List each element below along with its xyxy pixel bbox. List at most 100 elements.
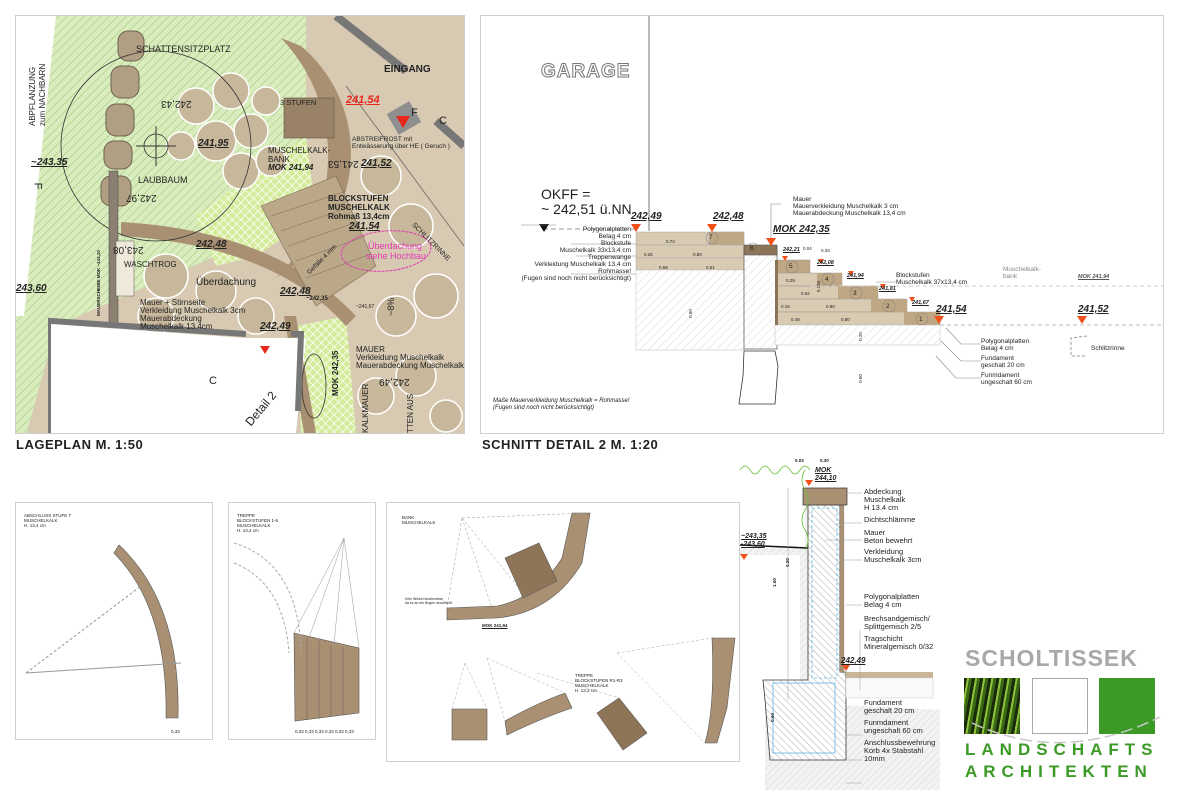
section-level-241-67: 241,67 xyxy=(912,300,929,306)
note-line: (Fugen sind noch nicht berücksichtigt) xyxy=(521,275,631,282)
note-line: H 13.4 cm xyxy=(864,503,899,512)
cut-marker-c: C xyxy=(209,375,217,387)
note-line: Mauerabdeckung Muschelkalk 13,4 cm xyxy=(793,210,906,217)
note-line: BLOCKSTUFEN 1-6 xyxy=(237,518,279,523)
section-footnote: Maße Mauerverkleidung Muschelkalk = Rohm… xyxy=(493,398,630,412)
tree-canopy xyxy=(60,50,252,242)
okff-label: OKFF = xyxy=(541,186,591,202)
note-line: Belag 4 cm xyxy=(981,345,1014,352)
note-line: Polygonalplatten xyxy=(981,338,1030,345)
dim: 0.134 xyxy=(816,280,822,293)
section-level-242-48: 242,48 xyxy=(713,211,744,222)
label-ueberdachung-hochbau: Überdachung xyxy=(368,241,423,251)
label-bank-2: BANK xyxy=(268,155,290,164)
logo-grass-tile xyxy=(964,678,1020,734)
step-number: 7 xyxy=(709,234,713,241)
level-markers xyxy=(631,224,1087,324)
logo-name: SCHOLTISSEK xyxy=(965,645,1138,671)
treppe-drawing xyxy=(233,537,360,722)
section-level-241-52: 241,52 xyxy=(1078,304,1109,315)
lageplan-drawing xyxy=(16,16,464,433)
note-line: Mauerverkleidung Muschelkalk 3 cm xyxy=(793,203,899,210)
note-line: MUSCHELKALK xyxy=(24,518,58,523)
label-schattensitzplatz: SCHATTENSITZPLATZ xyxy=(136,44,231,54)
cut-marker-f: F xyxy=(31,182,44,190)
note-line: Mauer xyxy=(793,196,812,203)
note-line: H. 13,4 cm xyxy=(24,523,46,528)
section-schlitzrinne: Schlitzrinne xyxy=(1091,345,1125,352)
level-241-67: ~241,67 xyxy=(356,304,375,310)
note-line: Splittgemisch 2/5 xyxy=(864,622,922,631)
section-level-242-08: 242,08 xyxy=(817,260,834,266)
label-blockstufen: BLOCKSTUFEN xyxy=(328,194,389,203)
dim: 0.04 xyxy=(803,246,812,251)
dim: 0.29 xyxy=(786,278,795,283)
note-line: Abdeckung xyxy=(864,487,902,496)
cut-marker-c-2: C xyxy=(439,115,447,127)
section-level-241-54: 241,54 xyxy=(936,304,967,315)
wall-level-243-35: ~243,35 xyxy=(741,533,767,540)
section-bank-mok: MOK 241,94 xyxy=(1078,274,1110,280)
curved-wall xyxy=(121,222,356,326)
wall-dim-003: 0.03 xyxy=(795,458,804,463)
step-number: 3 xyxy=(853,290,857,297)
label-mauer: Mauer + Stirnseite xyxy=(140,298,206,307)
label-blockstufen-3: Rohmaß 13,4cm xyxy=(328,212,390,221)
note-line: Funmdament xyxy=(981,372,1020,379)
label-mauer-r-2: Verkleidung Muschelkalk xyxy=(356,353,445,362)
section-level-241-81: 241,81 xyxy=(879,286,896,292)
note-line: bank xyxy=(1003,273,1018,280)
stufe7-drawing xyxy=(25,544,182,719)
company-logo: SCHOLTISSEK LANDSCHAFTS ARCHITEKTEN xyxy=(962,645,1162,785)
label-bank-mok: MOK 241,94 xyxy=(268,163,314,172)
note-line: geschalt 20 cm xyxy=(864,706,915,715)
note-line: Verkleidung Muschelkalk 13,4 cm xyxy=(534,261,631,268)
boulder-row xyxy=(100,30,145,207)
note-line: MUSCHELKALK xyxy=(402,520,436,525)
note-line: Muschelkalk 37x13,4 cm xyxy=(896,279,968,286)
section-wall xyxy=(743,245,778,350)
level-241-54-entrance: 241,54 xyxy=(346,94,380,106)
note-line: Treppenwange xyxy=(587,254,631,261)
note-line: Fundament xyxy=(864,698,902,707)
note-line: Rohmasse! xyxy=(598,268,631,275)
section-mok-242-35: MOK 242,35 xyxy=(773,224,830,235)
label-mauer-r-3: Mauerabdeckung Muschelkalk xyxy=(356,361,465,370)
planting-area xyxy=(16,16,306,433)
logo-line1: LANDSCHAFTS xyxy=(965,740,1159,759)
section-level-242-21: 242,21 xyxy=(783,247,800,253)
level-241-95: 241,95 xyxy=(198,138,229,149)
label-entwaesserung: Entwässerung über HE ( Geruch ) xyxy=(352,143,450,150)
treppe-dims: 0,33 0,33 0,33 0,33 0,33 0,33 xyxy=(295,729,354,734)
wall-level-243-60: -243,60 xyxy=(741,541,765,548)
level-241-54: 241,54 xyxy=(349,221,380,232)
label-bank: MUSCHELKALK- xyxy=(268,146,331,155)
label-blockstufen-2: MUSCHELKALK xyxy=(328,203,390,212)
label-laubbaum: LAUBBAUM xyxy=(138,175,188,185)
note-line: Korb 4x Stabstahl xyxy=(864,746,924,755)
note-line: Verkleidung xyxy=(864,547,904,556)
note-line: geschalt 20 cm xyxy=(981,362,1025,369)
section-bank-note: Muschelkalk-bank xyxy=(1003,266,1041,280)
label-3-stufen: 3 STUFEN xyxy=(280,98,317,107)
note-line: MUSCHELKALK xyxy=(575,683,609,688)
note-line: TREPPE xyxy=(237,513,256,518)
label-mauerscheibe: MAUERSCHEIBE MOK ~244,10 xyxy=(96,250,101,316)
dim: 0.20 xyxy=(857,332,863,341)
note-line: Polygonalplatten xyxy=(864,592,920,601)
note-line: ungeschalt 60 cm xyxy=(864,726,923,735)
wall-dim-030: 0.30 xyxy=(820,458,829,463)
note-line: Dichtschlämme xyxy=(864,515,916,524)
dim: 0.73 xyxy=(666,239,675,244)
note-line: Muschelkalk 3cm xyxy=(864,555,922,564)
label-kalkmauer: KALKMAUER xyxy=(361,383,370,433)
dim: 0.80 xyxy=(687,309,693,318)
section-level-241-94: 241,94 xyxy=(847,273,864,279)
note-line: ungeschalt 60 cm xyxy=(981,379,1032,386)
